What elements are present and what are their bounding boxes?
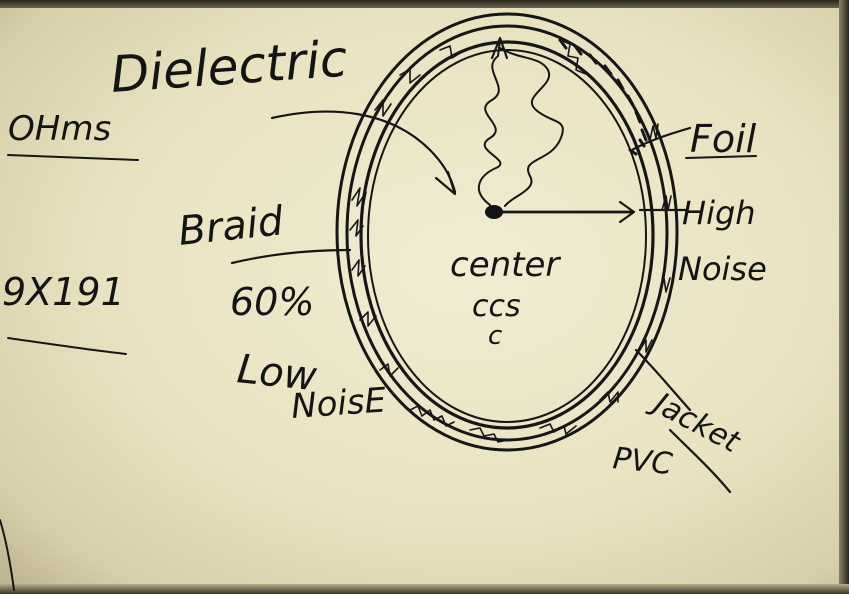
label-pvc: PVC bbox=[611, 441, 674, 482]
label-foil: Foil bbox=[690, 117, 757, 161]
cable-cross-section bbox=[337, 14, 677, 450]
label-c: c bbox=[488, 321, 502, 351]
label-ccs: ccs bbox=[472, 289, 521, 324]
ohms-number-underline bbox=[8, 338, 126, 354]
label-dielectric: Dielectric bbox=[109, 30, 349, 104]
dielectric-boundary bbox=[368, 50, 646, 422]
braid-weave bbox=[350, 40, 671, 442]
label-braid: Braid bbox=[176, 198, 286, 255]
label-braid-percent: 60% bbox=[230, 280, 314, 324]
dielectric-pointer bbox=[272, 112, 455, 192]
label-ohms: OHms bbox=[8, 109, 111, 149]
dielectric-pointer-arrowhead bbox=[436, 172, 455, 194]
label-noise-low: NoisE bbox=[290, 380, 388, 427]
annotation-arrows bbox=[0, 112, 756, 590]
ohms-underline bbox=[8, 155, 138, 160]
jacket-outer-ring bbox=[337, 14, 677, 450]
label-ohms-number: 9X191 bbox=[2, 270, 125, 314]
label-noise-high: Noise bbox=[678, 250, 767, 288]
foil-ring bbox=[361, 42, 653, 428]
edge-mark bbox=[0, 520, 14, 590]
signal-wave-reflect bbox=[500, 48, 563, 206]
signal-wave-up bbox=[479, 40, 501, 205]
label-high: High bbox=[682, 194, 756, 232]
jacket-inner-ring bbox=[347, 26, 667, 440]
braid-pointer bbox=[232, 250, 350, 263]
label-center: center bbox=[450, 245, 561, 285]
